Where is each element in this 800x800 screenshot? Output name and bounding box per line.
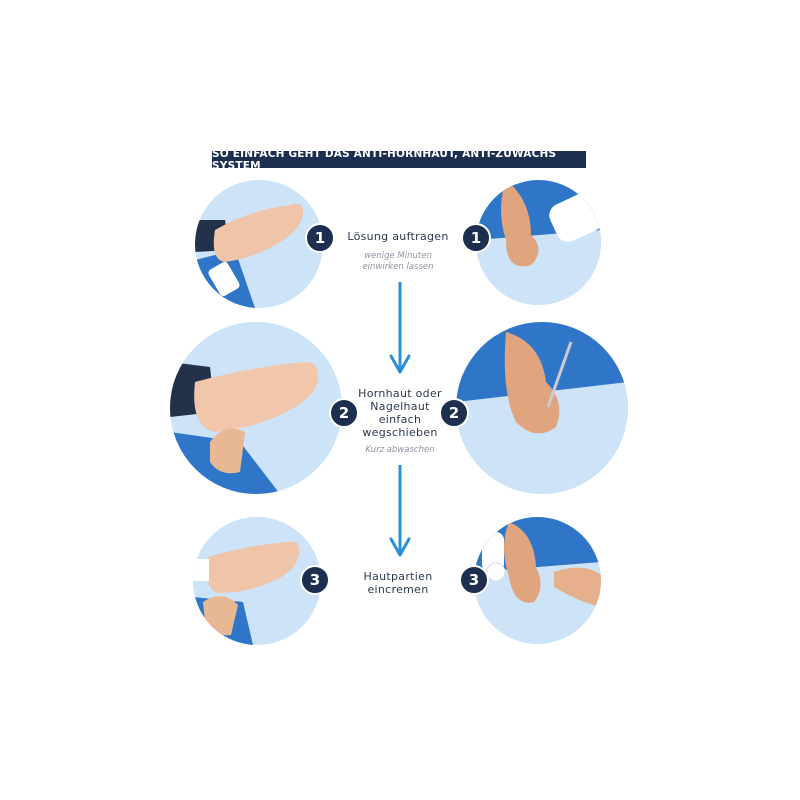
step2-text: Hornhaut oder Nagelhaut einfach wegschie… [340,387,460,456]
step3-right-badge: 3 [459,565,489,595]
step1-main-line-1: Lösung auftragen [347,230,449,243]
step2-main-line-4: wegschieben [362,426,438,439]
foot-photo [195,180,323,308]
step2-sub-line-1: Kurz abwaschen [365,445,435,455]
title-banner: SO EINFACH GEHT DAS ANTI-HORNHAUT, ANTI-… [212,148,586,172]
hand-photo [456,322,628,494]
down-arrow-icon [389,282,411,374]
step3-main-line-2: eincremen [367,583,429,596]
foot-photo [193,517,321,645]
step1-text: Lösung auftragen wenige Minuten einwirke… [338,230,458,273]
hand-photo [476,180,601,305]
step1-sub-line-1: wenige Minuten [364,251,432,261]
step2-main-line-3: einfach [378,413,422,426]
step3-foot-photo [193,517,321,645]
step1-left-badge: 1 [305,223,335,253]
step1-foot-photo [195,180,323,308]
step2-main-line-2: Nagelhaut [370,400,430,413]
foot-photo [170,322,342,494]
step3-hand-photo [474,517,601,644]
step1-sub: wenige Minuten einwirken lassen [338,251,458,273]
step2-main-line-1: Hornhaut oder [358,387,442,400]
step2-right-badge: 2 [439,398,469,428]
step2-left-badge: 2 [329,398,359,428]
step3-left-badge: 3 [300,565,330,595]
step3-main-line-1: Hautpartien [363,570,433,583]
step3-text: Hautpartien eincremen [338,570,458,596]
step2-hand-photo [456,322,628,494]
down-arrow-icon [389,465,411,557]
step1-hand-photo [476,180,601,305]
step2-foot-photo [170,322,342,494]
hand-photo [474,517,601,644]
step1-right-badge: 1 [461,223,491,253]
banner-title: SO EINFACH GEHT DAS ANTI-HORNHAUT, ANTI-… [212,147,557,172]
step1-sub-line-2: einwirken lassen [362,262,434,272]
